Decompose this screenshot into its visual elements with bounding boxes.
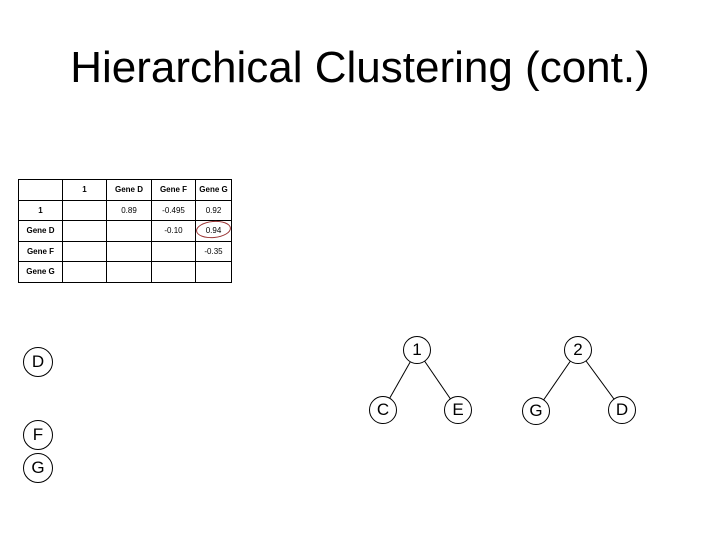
cluster2-root-node: 2 — [564, 336, 592, 364]
table-row: Gene D -0.10 0.94 — [18, 220, 232, 242]
gene-node-f: F — [23, 420, 53, 450]
slide-title: Hierarchical Clustering (cont.) — [70, 43, 650, 92]
table-row: Gene G — [18, 261, 232, 283]
gene-node-d: D — [23, 347, 53, 377]
cluster1-child-node-c: C — [369, 396, 397, 424]
cluster2-child-node-g: G — [522, 397, 550, 425]
cluster2-child-node-d: D — [608, 396, 636, 424]
cluster1-child-node-e: E — [444, 396, 472, 424]
gene-node-g: G — [23, 453, 53, 483]
table-cell — [195, 261, 232, 283]
table-row: 1 0.89 -0.495 0.92 — [18, 199, 232, 221]
table-row: Gene F -0.35 — [18, 240, 232, 262]
cluster1-root-node: 1 — [403, 336, 431, 364]
correlation-table: 1 Gene D Gene F Gene G 1 0.89 -0.495 0.9… — [18, 179, 232, 283]
